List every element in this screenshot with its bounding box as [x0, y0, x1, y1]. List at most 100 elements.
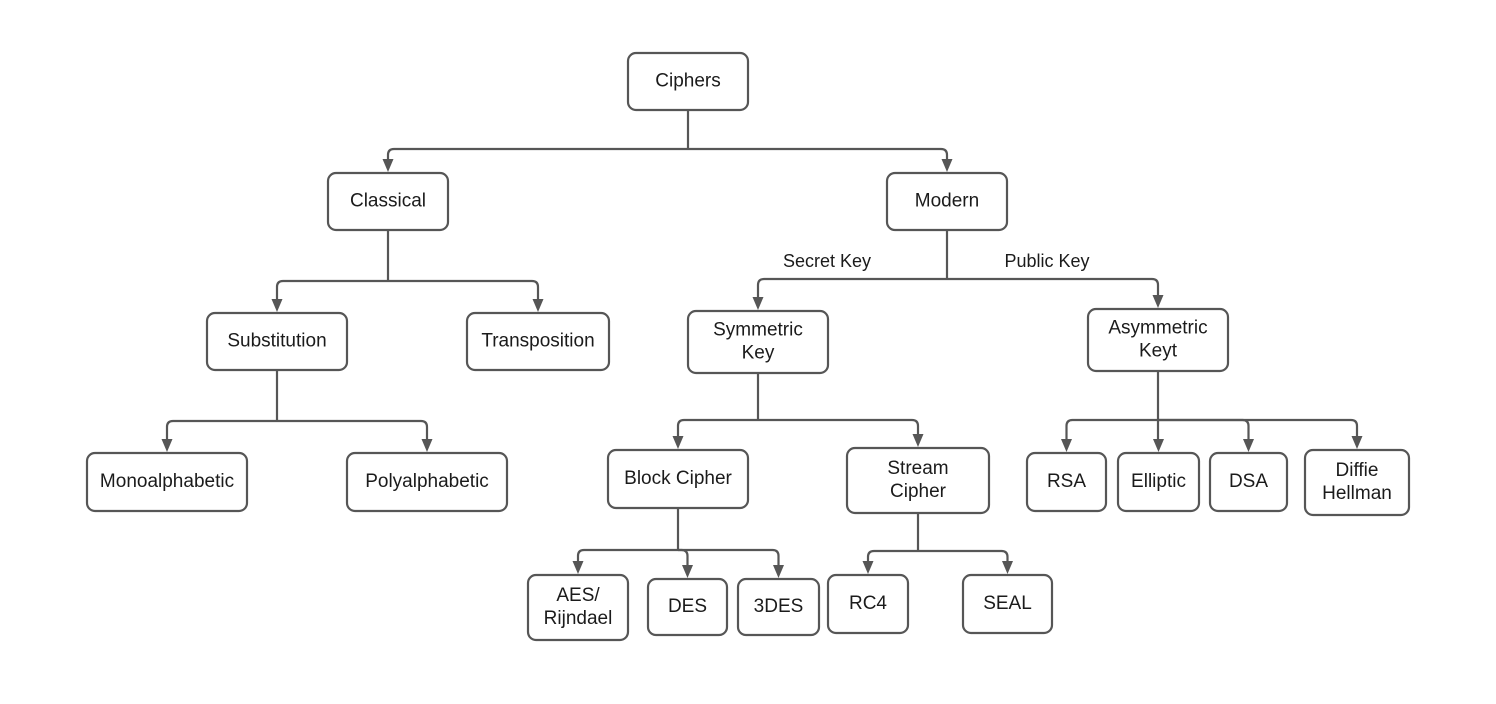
node-box[interactable] — [1303, 448, 1411, 517]
arrow-head-icon — [1061, 439, 1072, 452]
edge-modern-symmetric — [756, 277, 947, 297]
arrow-head-icon — [752, 297, 764, 310]
node-label-classical: Classical — [350, 191, 426, 212]
secret-key-label: Secret Key — [783, 251, 871, 271]
edge-block-des — [678, 548, 689, 565]
edge-asymmetric-diffie — [1158, 418, 1359, 436]
node-box[interactable] — [845, 446, 991, 515]
node-box[interactable] — [1116, 451, 1201, 513]
node-box[interactable] — [326, 171, 450, 232]
arrow-head-icon — [1002, 561, 1013, 574]
node-modern[interactable]: Modern — [885, 171, 1009, 232]
arrow-head-icon — [773, 565, 784, 578]
node-elliptic[interactable]: Elliptic — [1116, 451, 1201, 513]
node-box[interactable] — [961, 573, 1054, 635]
edge-substitution-mono — [165, 419, 277, 439]
node-box[interactable] — [526, 573, 630, 642]
node-box[interactable] — [686, 309, 830, 375]
arrow-head-icon — [1153, 439, 1164, 452]
public-key-label: Public Key — [1004, 251, 1089, 271]
node-box[interactable] — [1086, 307, 1230, 373]
arrow-head-icon — [382, 159, 394, 172]
edge-classical-substitution — [275, 279, 388, 299]
node-seal[interactable]: SEAL — [961, 573, 1054, 635]
node-box[interactable] — [465, 311, 611, 372]
node-polyalphabetic[interactable]: Polyalphabetic — [345, 451, 509, 513]
node-box[interactable] — [885, 171, 1009, 232]
node-label-elliptic: Elliptic — [1131, 471, 1186, 492]
node-box[interactable] — [646, 577, 729, 637]
node-box[interactable] — [85, 451, 249, 513]
edge-asymmetric-rsa — [1065, 418, 1158, 439]
edge-asymmetric-dsa — [1158, 418, 1250, 439]
node-label-substitution: Substitution — [227, 331, 326, 352]
node-rsa[interactable]: RSA — [1025, 451, 1108, 513]
arrow-head-icon — [1351, 436, 1363, 449]
node-label-block-cipher: Block Cipher — [624, 468, 732, 489]
edge-ciphers-classical — [386, 147, 688, 159]
edge-symmetric-block — [676, 418, 758, 436]
node-box[interactable] — [736, 577, 821, 637]
node-ciphers[interactable]: Ciphers — [626, 51, 750, 112]
node-block-cipher[interactable]: Block Cipher — [606, 448, 750, 510]
node-transposition[interactable]: Transposition — [465, 311, 611, 372]
arrow-head-icon — [1243, 439, 1254, 452]
edge-block-3des — [678, 548, 780, 565]
node-rc4[interactable]: RC4 — [826, 573, 910, 635]
arrow-head-icon — [572, 561, 584, 574]
node-label-rc4: RC4 — [849, 593, 887, 614]
node-label-modern: Modern — [915, 191, 979, 212]
edge-stream-seal — [918, 549, 1009, 561]
node-classical[interactable]: Classical — [326, 171, 450, 232]
arrow-head-icon — [682, 565, 693, 578]
node-label-seal: SEAL — [983, 593, 1032, 614]
node-label-rsa: RSA — [1047, 471, 1086, 492]
arrow-head-icon — [421, 439, 433, 452]
node-box[interactable] — [205, 311, 349, 372]
edge-substitution-poly — [277, 419, 429, 439]
node-box[interactable] — [345, 451, 509, 513]
node-box[interactable] — [1208, 451, 1289, 513]
node-dsa[interactable]: DSA — [1208, 451, 1289, 513]
node-label-des: DES — [668, 596, 707, 617]
node-box[interactable] — [826, 573, 910, 635]
node-label-ciphers: Ciphers — [655, 71, 720, 92]
arrow-head-icon — [1152, 295, 1164, 308]
node-label-dsa: DSA — [1229, 471, 1268, 492]
arrow-head-icon — [941, 159, 953, 172]
node-3des[interactable]: 3DES — [736, 577, 821, 637]
node-des[interactable]: DES — [646, 577, 729, 637]
node-label-transposition: Transposition — [481, 331, 594, 352]
arrow-head-icon — [862, 561, 874, 574]
edge-ciphers-modern — [688, 147, 949, 159]
arrow-head-icon — [672, 436, 684, 449]
node-box[interactable] — [1025, 451, 1108, 513]
node-box[interactable] — [606, 448, 750, 510]
edge-symmetric-stream — [758, 418, 920, 434]
node-label-polyalphabetic: Polyalphabetic — [365, 471, 489, 492]
edges-layer — [161, 110, 1363, 578]
edge-stream-rc4 — [866, 549, 918, 561]
node-aes-rijndael[interactable]: AES/Rijndael — [526, 573, 630, 642]
edge-classical-transposition — [388, 279, 540, 299]
node-substitution[interactable]: Substitution — [205, 311, 349, 372]
edge-block-aes — [576, 548, 678, 561]
node-label-monoalphabetic: Monoalphabetic — [100, 471, 234, 492]
arrow-head-icon — [161, 439, 173, 452]
node-monoalphabetic[interactable]: Monoalphabetic — [85, 451, 249, 513]
node-label-3des: 3DES — [754, 596, 804, 617]
node-box[interactable] — [626, 51, 750, 112]
edge-labels-layer: Secret Key Public Key — [783, 251, 1090, 271]
arrow-head-icon — [912, 434, 924, 447]
